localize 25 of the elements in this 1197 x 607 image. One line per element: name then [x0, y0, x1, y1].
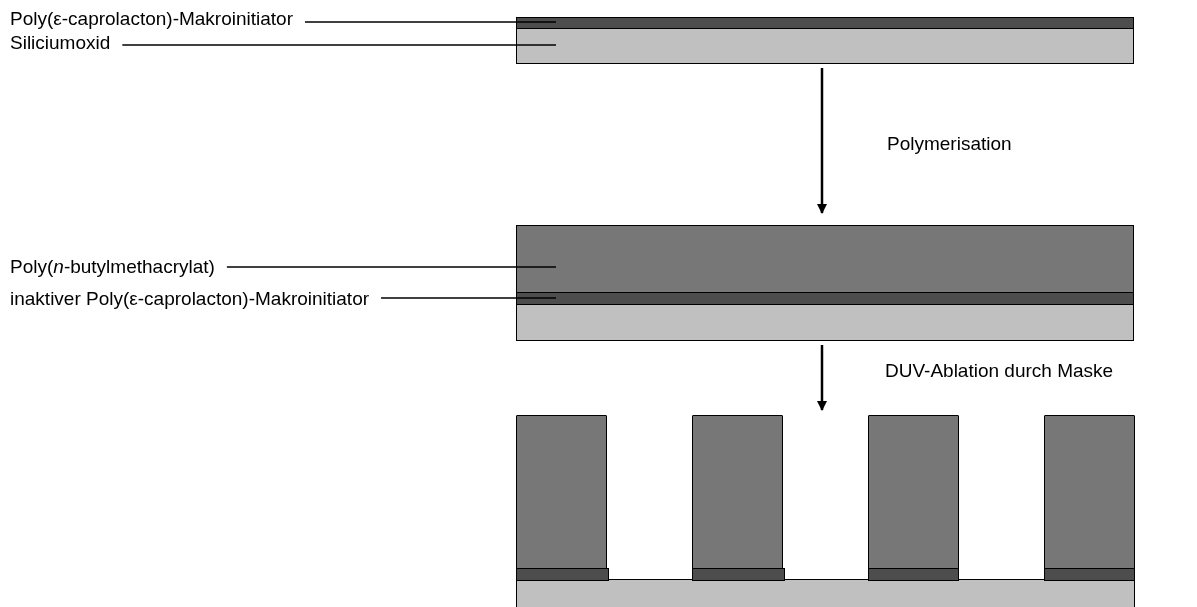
initiator-layer: [516, 17, 1134, 29]
process-arrow: [817, 345, 827, 411]
edge-label: Polymerisation: [887, 133, 1012, 155]
leader-line: [121, 44, 557, 46]
leader-line: [226, 266, 557, 268]
substrate-layer: [516, 579, 1135, 607]
initiator-pad: [692, 568, 785, 581]
leader-line: [304, 21, 557, 23]
layer-label: Poly(n-butylmethacrylat): [10, 256, 215, 278]
polymer-block: [868, 415, 959, 570]
substrate-layer: [516, 28, 1134, 64]
polymer-block: [692, 415, 783, 570]
layer-label: Siliciumoxid: [10, 32, 111, 54]
edge-label: DUV-Ablation durch Maske: [885, 360, 1114, 382]
layer-label: inaktiver Poly(ε-caprolacton)-Makroinitiator: [10, 288, 370, 310]
layer-label: Poly(ε-caprolacton)-Makroinitiator: [10, 8, 293, 30]
polymer-layer: [516, 225, 1134, 294]
polymer-block: [516, 415, 607, 570]
initiator-pad: [516, 568, 609, 581]
polymer-block: [1044, 415, 1135, 570]
leader-line: [380, 297, 557, 299]
substrate-layer: [516, 304, 1134, 341]
initiator-pad: [868, 568, 959, 581]
initiator-pad: [1044, 568, 1135, 581]
process-arrow: [817, 68, 827, 214]
